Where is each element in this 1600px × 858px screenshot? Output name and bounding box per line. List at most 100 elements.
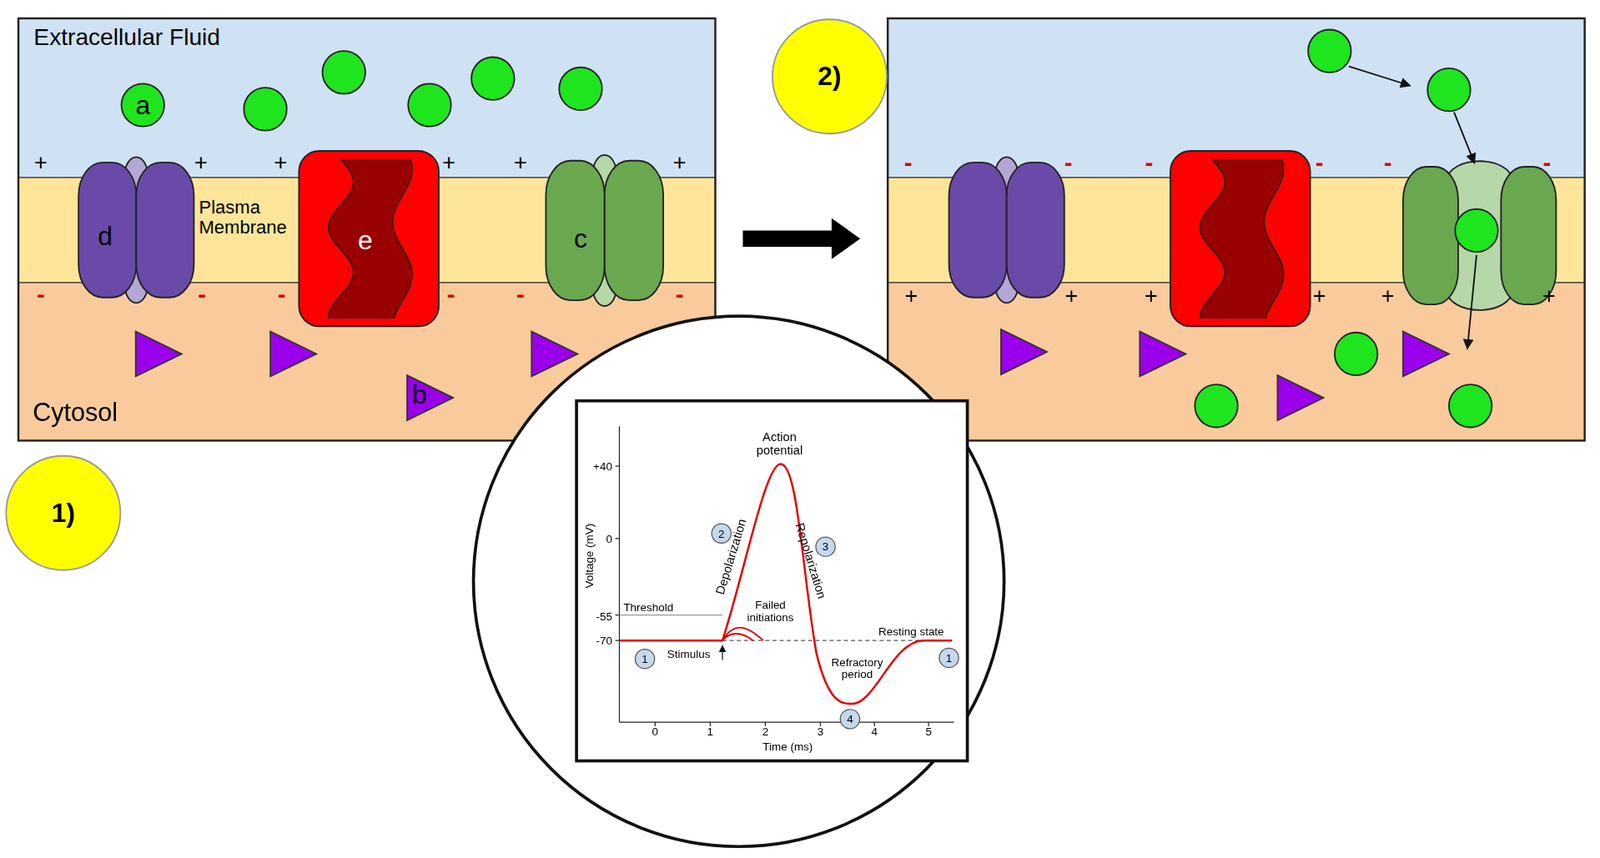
node-text: 2) [817, 61, 841, 91]
charge-sign: - [1542, 150, 1551, 177]
badge-circle [772, 19, 887, 134]
ion [1194, 384, 1238, 428]
node-text: c [573, 224, 588, 254]
charge-sign: - [447, 281, 456, 308]
chart-annotation: Failed initiations [734, 598, 807, 624]
tick [615, 640, 620, 642]
chart-frame [576, 401, 967, 762]
axis-title: Time (ms) [762, 740, 813, 754]
movement-arrow [1348, 66, 1410, 86]
channel-protein: c [545, 152, 664, 308]
charge-sign: - [277, 281, 287, 308]
ion [471, 56, 514, 100]
pump-inner [1199, 160, 1284, 318]
pump-inner [328, 160, 413, 318]
callout-number: 4 [840, 709, 861, 730]
channel-subunit [949, 162, 1007, 298]
threshold-line [618, 614, 723, 616]
transition-arrow [742, 218, 861, 260]
channel-protein: d [78, 155, 194, 306]
molecule-triangle: b [407, 375, 453, 421]
molecule-triangle [270, 332, 317, 378]
channel-subunit [78, 162, 136, 298]
channel-subunit [135, 162, 194, 298]
node-text: d [97, 221, 113, 252]
charge-sign: + [1144, 284, 1158, 310]
ion [1308, 29, 1351, 72]
callout-circle [939, 648, 959, 668]
axis-tick-label: +40 [593, 460, 613, 473]
charge-sign: - [1383, 150, 1393, 177]
pump-protein: e [298, 150, 439, 327]
molecule-triangle [531, 332, 578, 378]
charge-sign: + [513, 150, 528, 177]
charge-sign: + [904, 284, 918, 310]
node-text: e [357, 226, 373, 256]
charge-sign: + [274, 150, 288, 177]
charge-sign: - [197, 281, 207, 308]
ion [1449, 384, 1492, 428]
chart-annotation: Threshold [623, 600, 674, 614]
molecule-triangle [1403, 332, 1450, 378]
channel-subunit [1403, 166, 1459, 305]
callout-number: 1 [938, 648, 959, 669]
node-shape [545, 152, 664, 308]
ion [407, 83, 451, 126]
molecule-triangle [1001, 329, 1047, 375]
chart-annotation: Refractory period [821, 655, 894, 681]
tick [615, 465, 620, 467]
axis-tick-label: 0 [652, 725, 659, 739]
chart-annotation: Action potential [744, 431, 816, 458]
chart-annotation: Stimulus [667, 648, 711, 661]
charge-sign: + [194, 150, 208, 177]
ion-label-circle: a [121, 83, 165, 126]
badge-circle [5, 456, 121, 571]
tick [615, 538, 620, 539]
charge-sign: + [442, 150, 456, 177]
charge-sign: + [673, 150, 687, 177]
axis-tick-label: 2 [762, 725, 769, 739]
pump-outer [1170, 150, 1311, 327]
chart-annotation: Resting state [878, 625, 945, 639]
charge-sign: + [1381, 284, 1395, 310]
charge-sign: + [34, 150, 48, 177]
region-label: Cytosol [32, 399, 118, 428]
axis-tick-label: -55 [595, 609, 612, 623]
node-text: 1 [945, 652, 952, 665]
node-text: 1 [641, 653, 648, 666]
node-text: 2 [718, 527, 725, 540]
charge-sign: - [1064, 150, 1073, 177]
axis-tick-label: -70 [595, 634, 612, 648]
charge-sign: + [1313, 284, 1327, 310]
node-text: 3 [822, 540, 829, 554]
ion [558, 67, 602, 111]
charge-sign: + [1542, 284, 1556, 310]
node-shape [78, 155, 194, 306]
ion [243, 87, 287, 131]
charge-sign: + [1065, 284, 1079, 310]
x-axis [618, 721, 954, 723]
axis-tick-label: 1 [707, 725, 714, 739]
callout-circle [840, 709, 860, 730]
stimulus-arrow [721, 645, 723, 660]
charge-sign: - [516, 281, 525, 308]
callout-circle [634, 649, 655, 670]
callout-number: 1 [634, 649, 655, 670]
axis-tick-label: 5 [925, 725, 931, 739]
tick [615, 614, 620, 616]
ion [121, 83, 165, 126]
movement-arrow [1454, 112, 1475, 164]
charge-sign: - [1315, 150, 1324, 177]
step-badge: 2) [771, 18, 888, 135]
molecule-triangle [135, 332, 182, 378]
molecule-triangle [1277, 375, 1324, 421]
charge-sign: - [36, 281, 46, 308]
charge-sign: - [1144, 150, 1153, 177]
channel-subunit [1006, 162, 1065, 298]
channel-subunit [604, 161, 664, 301]
step-badge: 1) [5, 455, 121, 572]
ion [322, 50, 366, 94]
ion [1454, 209, 1498, 252]
